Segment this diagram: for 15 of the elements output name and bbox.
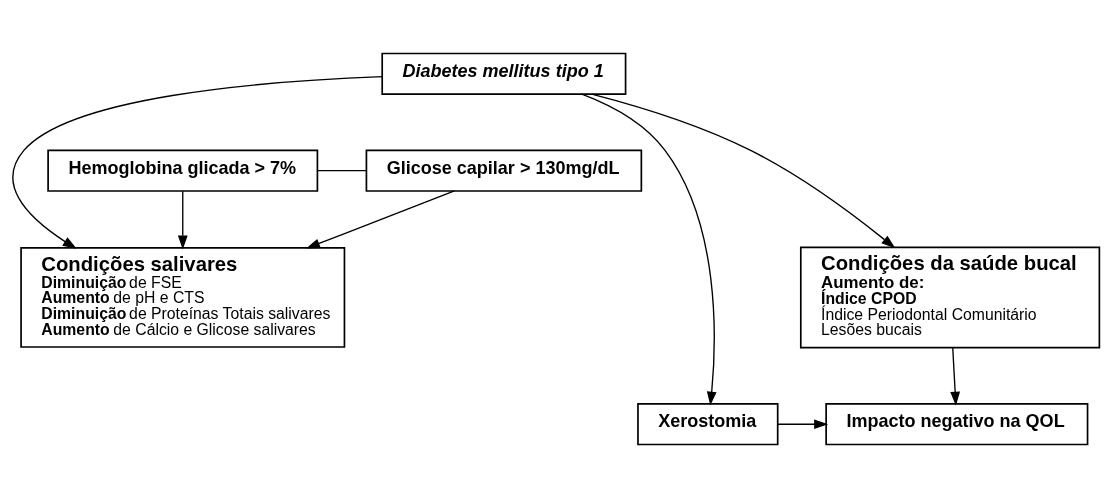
node-box: Hemoglobina glicada > 7% [47,149,319,192]
connector [316,170,368,172]
node-box: Impacto negativo na QOL [825,403,1089,446]
node-box: Glicose capilar > 130mg/dL [365,149,643,192]
arrow [177,190,188,250]
node-box: Diabetes mellitus tipo 1 [381,52,627,95]
node-box: Xerostomia [637,403,779,446]
arrow [591,93,896,249]
arrow [950,347,961,406]
arrow [306,190,456,249]
node-box: Condições da saúde bucal Aumento de: Índice CPOD Índice Periodontal Comunitário Lesões bucais [799,246,1101,349]
arrow [777,419,829,430]
arrow [12,76,383,249]
node-box: Condições salivares Diminuição de FSE Aumento de pH e CTS Diminuição de Proteínas Totais salivares Aumento de Cálcio e Glicose salivares [20,247,346,348]
arrow [581,93,717,406]
